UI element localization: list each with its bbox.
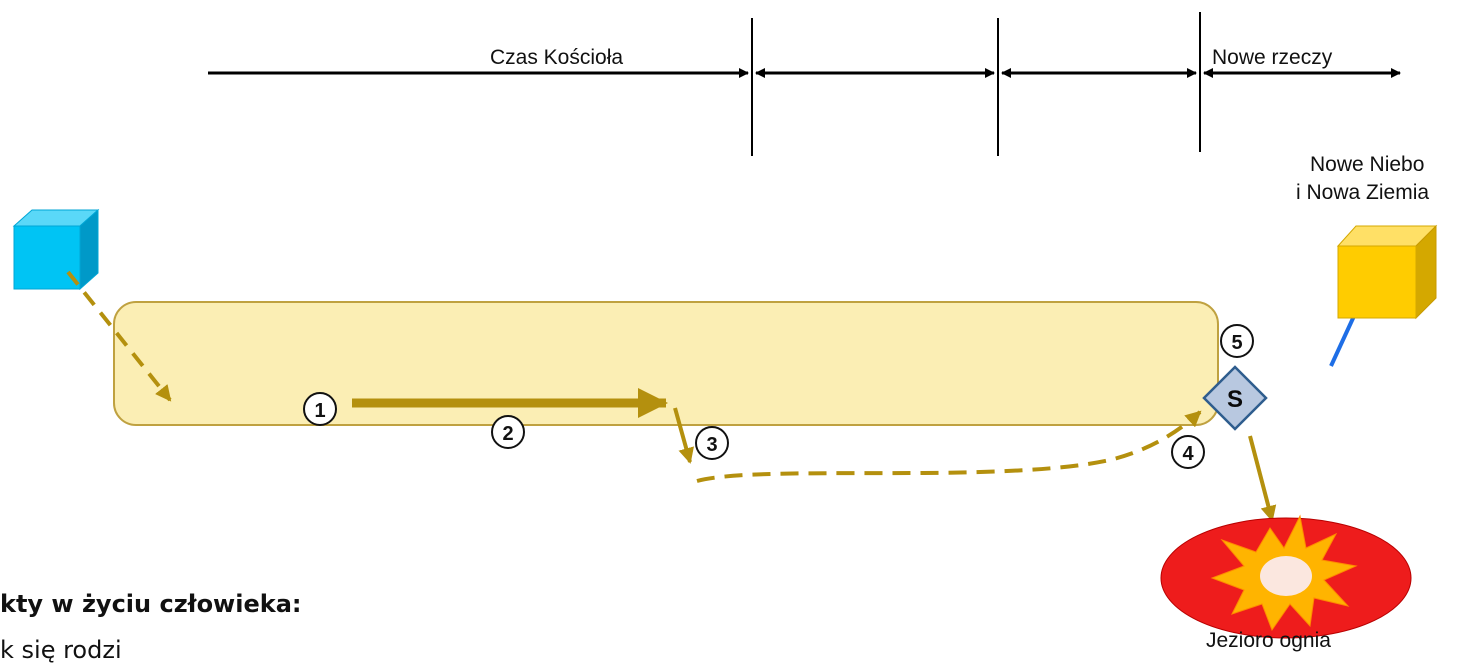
marker-5: 5 [1220,324,1254,358]
new-heaven-label-line2: i Nowa Ziemia [1296,181,1430,204]
heading-title: kty w życiu człowieka: [0,590,302,618]
marker-2: 2 [491,415,525,449]
entry-dashed-arrow [66,270,172,402]
new-heaven-label-line1: Nowe Niebo [1310,153,1425,176]
svg-text:4: 4 [1182,443,1194,465]
marker-1: 1 [303,392,337,426]
gold-cube-icon [1336,224,1438,320]
resurrection-dashed-path [696,410,1202,483]
svg-text:5: 5 [1231,332,1242,354]
new-things-label: Nowe rzeczy [1212,46,1333,69]
judgment-label: S [1227,386,1243,413]
judgment-marker: S [1202,365,1268,431]
condemnation-arrow [1248,435,1277,522]
timeline [208,12,1401,156]
svg-text:2: 2 [502,423,513,445]
church-time-label: Czas Kościoła [490,46,624,69]
svg-text:1: 1 [314,400,325,422]
lake-of-fire-label: Jezioro ognia [1206,629,1331,652]
marker-3: 3 [695,426,729,460]
lake-of-fire-icon [1160,514,1412,639]
death-arrow [673,407,694,464]
life-band [113,301,1219,426]
marker-4: 4 [1171,435,1205,469]
heading-first-line: k się rodzi [0,636,122,664]
svg-text:3: 3 [706,434,717,456]
blue-cube-icon [12,208,100,291]
